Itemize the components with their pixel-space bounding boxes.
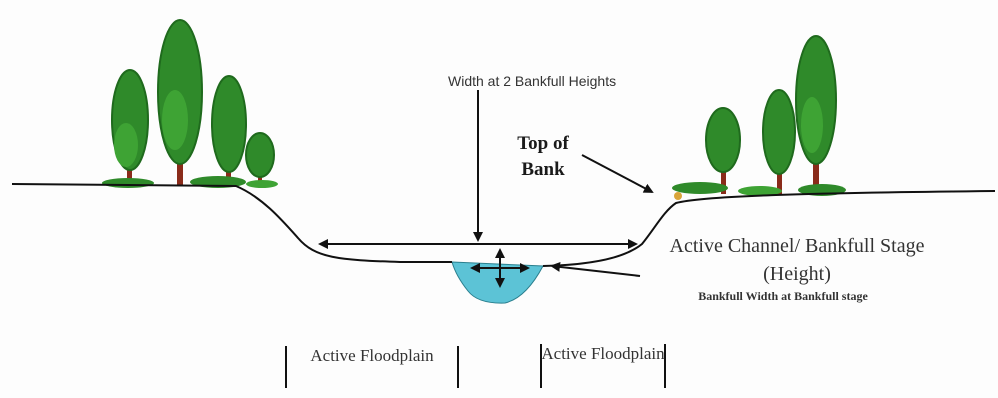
tree-icon: [111, 69, 149, 186]
top-of-bank-pointer: [581, 154, 654, 193]
active-channel-pointer: [550, 261, 641, 277]
left-trees: [102, 19, 278, 188]
tree-icon: [762, 89, 796, 194]
top-of-bank-label: Top of Bank: [517, 133, 569, 180]
tree-icon: [211, 75, 247, 186]
tree-icon: [705, 107, 741, 194]
bankfull-width-label: Bankfull Width at Bankfull stage: [698, 289, 868, 303]
active-channel-label: Active Channel/ Bankfull Stage (Height): [669, 235, 925, 285]
floodplain-left-label: Active Floodplain: [310, 346, 434, 365]
tree-icon: [157, 19, 203, 186]
right-trees: [672, 35, 846, 200]
width-2bh-label: Width at 2 Bankfull Heights: [448, 73, 617, 89]
floodplain-brackets: [285, 344, 666, 388]
tree-icon: [245, 132, 275, 186]
ground-profile: [11, 183, 996, 267]
floodplain-right-label: Active Floodplain: [541, 344, 665, 363]
tree-icon: [795, 35, 837, 194]
